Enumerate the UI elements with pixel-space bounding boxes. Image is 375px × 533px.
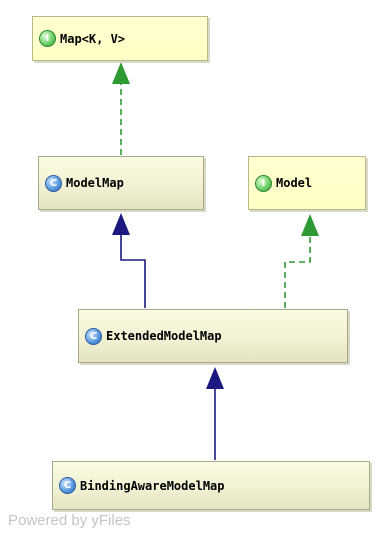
node-map-interface[interactable]: I Map<K, V>: [32, 16, 208, 61]
interface-icon: I: [39, 30, 56, 47]
node-label: Map<K, V>: [60, 31, 126, 46]
watermark: Powered by yFiles: [8, 512, 131, 529]
arrowhead-icon: [112, 213, 130, 235]
edge-extendedmodelmap-extends-modelmap: [112, 213, 146, 308]
edge-extendedmodelmap-implements-model: [284, 214, 319, 308]
node-label: Model: [276, 176, 313, 190]
interface-icon: I: [255, 174, 272, 192]
class-icon: C: [45, 174, 62, 192]
node-label: BindingAwareModelMap: [80, 478, 225, 493]
node-label: ModelMap: [66, 176, 124, 190]
class-icon: C: [59, 477, 76, 494]
node-modelmap-class[interactable]: C ModelMap: [38, 156, 204, 210]
node-model-interface[interactable]: I Model: [248, 156, 366, 210]
node-bindingawaremodelmap-class[interactable]: C BindingAwareModelMap: [52, 461, 370, 510]
edge-bindingawaremodelmap-extends-extendedmodelmap: [206, 367, 224, 460]
arrowhead-icon: [112, 62, 130, 84]
arrowhead-icon: [301, 214, 319, 236]
edge-modelmap-implements-map: [112, 62, 130, 155]
node-extendedmodelmap-class[interactable]: C ExtendedModelMap: [78, 309, 348, 363]
class-icon: C: [85, 327, 102, 345]
node-label: ExtendedModelMap: [106, 329, 222, 343]
arrowhead-icon: [206, 367, 224, 389]
